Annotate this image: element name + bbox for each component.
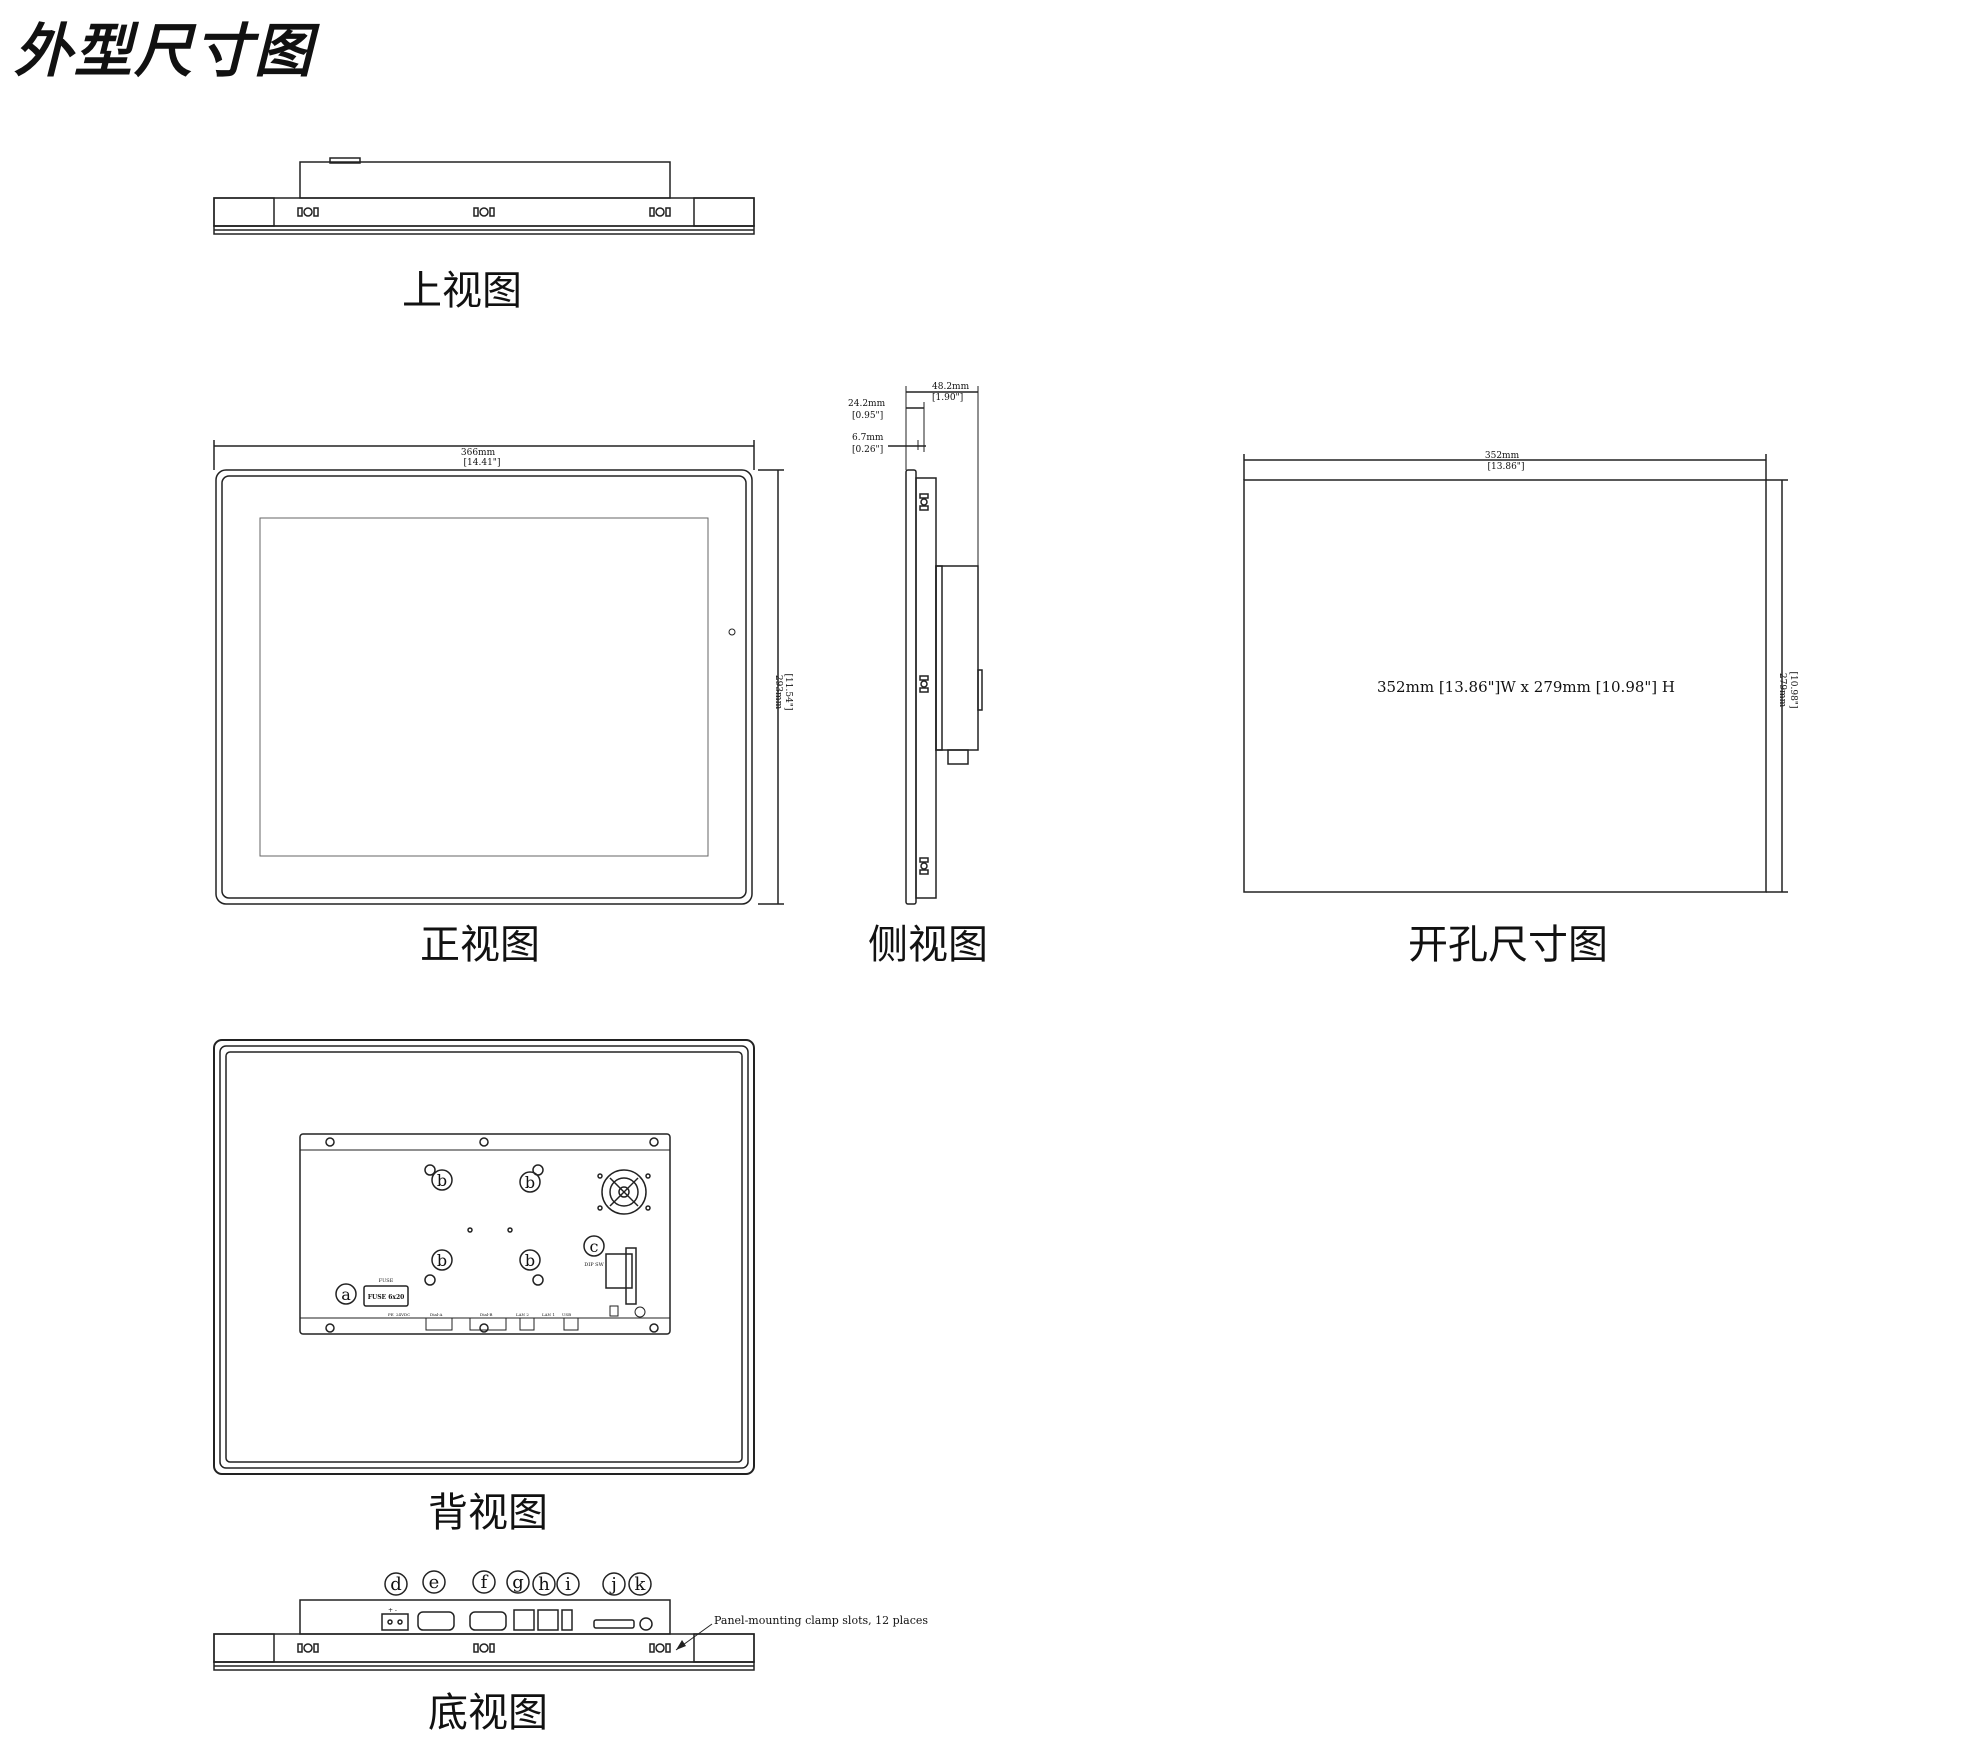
callout-k: k (628, 1572, 652, 1596)
callout-h: h (532, 1572, 556, 1596)
callout-a: a (335, 1283, 357, 1305)
caption-bottom-view: 底视图 (428, 1690, 548, 1736)
clamp-slot-note: Panel-mounting clamp slots, 12 places (714, 1614, 928, 1627)
svg-text:e: e (429, 1572, 440, 1593)
svg-text:i: i (565, 1574, 571, 1595)
caption-cutout-view: 开孔尺寸图 (1408, 922, 1608, 968)
page-title: 外型尺寸图 (14, 17, 315, 85)
side-clamp-icon (919, 857, 929, 875)
side-view-drawing (888, 386, 983, 905)
svg-text:j: j (609, 1574, 617, 1595)
callout-b: b (519, 1171, 541, 1193)
top-view-drawing (213, 157, 755, 235)
svg-text:b: b (437, 1251, 447, 1270)
back-view-drawing (213, 1039, 755, 1475)
cutout-width-in: [13.86"] (1488, 462, 1525, 472)
terminal-marks: + - (388, 1607, 397, 1614)
clamp-slot-icon (297, 207, 319, 217)
callout-f: f (472, 1570, 496, 1594)
front-view-drawing (213, 440, 784, 905)
side-clamp-icon (919, 493, 929, 511)
svg-text:b: b (525, 1251, 535, 1270)
svg-text:h: h (538, 1574, 550, 1595)
svg-text:b: b (437, 1171, 447, 1190)
side-depth-mid-mm: 24.2mm (848, 399, 886, 409)
port-label-lan1: LAN 1 (542, 1312, 555, 1317)
port-label-dial-b: Dial-B (480, 1312, 493, 1317)
caption-side-view: 侧视图 (868, 922, 988, 968)
svg-text:g: g (512, 1572, 524, 1593)
front-width-in: [14.41"] (464, 458, 501, 468)
cutout-view-drawing (1243, 454, 1788, 893)
svg-text:d: d (390, 1574, 402, 1595)
svg-text:c: c (590, 1237, 599, 1256)
callout-j: j (602, 1572, 626, 1596)
callout-b: b (519, 1249, 541, 1271)
clamp-slot-icon (473, 207, 495, 217)
cutout-center-label: 352mm [13.86"]W x 279mm [10.98"] H (1377, 678, 1675, 696)
clamp-slot-icon (297, 1643, 319, 1653)
port-label-usb: USB (562, 1312, 571, 1317)
port-label-dial-a: Dial-A (430, 1312, 443, 1317)
clamp-slot-icon (473, 1643, 495, 1653)
port-label-lan2: LAN 2 (516, 1312, 529, 1317)
caption-top-view: 上视图 (402, 268, 522, 314)
fan-icon (597, 1169, 651, 1215)
port-label-pe: PE (388, 1312, 394, 1317)
clamp-slot-icon (649, 207, 671, 217)
svg-text:f: f (481, 1572, 489, 1593)
front-width-mm: 366mm (461, 448, 496, 458)
dip-switch-label: DIP SW (584, 1262, 604, 1268)
side-depth-total-in: [1.90"] (932, 393, 963, 403)
port-label-24vdc: 24VDC (396, 1312, 410, 1317)
svg-text:k: k (635, 1574, 647, 1595)
callout-c: c (583, 1235, 605, 1257)
side-bezel-in: [0.26"] (852, 445, 883, 455)
caption-front-view: 正视图 (420, 922, 540, 968)
callout-i: i (556, 1572, 580, 1596)
cutout-width-mm: 352mm (1485, 451, 1520, 461)
svg-text:a: a (341, 1285, 351, 1304)
bottom-view-drawing (213, 1599, 755, 1671)
cutout-height-in: [10.98"] (1788, 672, 1798, 709)
cutout-height-mm: 279mm (1777, 673, 1787, 708)
front-height-mm: 293mm (773, 675, 783, 710)
side-depth-total-mm: 48.2mm (932, 382, 970, 392)
fuse-label: FUSE 6x20 (368, 1294, 405, 1301)
svg-text:b: b (525, 1173, 535, 1192)
callout-b: b (431, 1249, 453, 1271)
callout-d: d (384, 1572, 408, 1596)
front-height-in: [11.54"] (783, 674, 793, 711)
fuse-header: FUSE (379, 1278, 394, 1284)
callout-e: e (422, 1570, 446, 1594)
side-bezel-mm: 6.7mm (852, 433, 884, 443)
side-depth-mid-in: [0.95"] (852, 411, 883, 421)
callout-b: b (431, 1169, 453, 1191)
callout-g: g (506, 1570, 530, 1594)
side-clamp-icon (919, 675, 929, 693)
caption-back-view: 背视图 (428, 1490, 548, 1536)
clamp-slot-icon (649, 1643, 671, 1653)
